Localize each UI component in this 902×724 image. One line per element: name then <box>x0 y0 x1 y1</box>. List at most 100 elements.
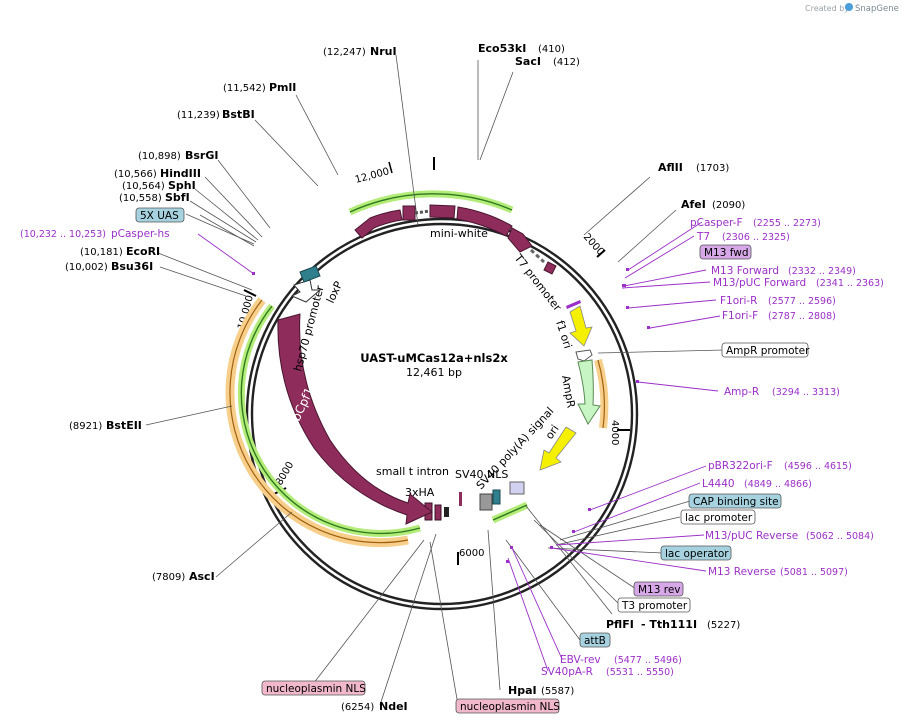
enzyme-saci: SacI <box>515 55 541 68</box>
svg-text:CAP binding site: CAP binding site <box>693 496 779 508</box>
mini-white-exon-2 <box>402 205 416 221</box>
primer-pos-f1ori-f: (2787 .. 2808) <box>768 311 836 322</box>
ha-box <box>444 507 449 517</box>
svg-text:M13 rev: M13 rev <box>638 584 681 596</box>
enzyme-pos-bsrgi: (10,898) <box>138 151 181 162</box>
svg-text:5X UAS: 5X UAS <box>140 210 179 222</box>
primer-ebv-rev: EBV-rev <box>560 654 601 666</box>
primer-f1ori-f: F1ori-F <box>722 310 758 322</box>
enzyme-pos-bsteii: (8921) <box>69 421 102 432</box>
green-line-left <box>240 305 421 535</box>
primer-pos-f1ori-r: (2577 .. 2596) <box>768 296 836 307</box>
uas-box-mark <box>299 265 321 283</box>
box-m13-fwd: M13 fwd <box>699 244 752 260</box>
primer-pos-m13-reverse: (5081 .. 5097) <box>780 567 848 578</box>
sv40-polya-box <box>479 493 493 511</box>
green-line-bottom <box>492 504 528 521</box>
primer-pos-m13-puc-forward: (2341 .. 2363) <box>816 278 884 289</box>
primer-pos-t7: (2306 .. 2325) <box>722 232 790 243</box>
label-small-t-intron: small t intron <box>376 465 449 478</box>
enzyme-pos-bstbi: (11,239) <box>177 110 220 121</box>
svg-text:nucleoplasmin NLS: nucleoplasmin NLS <box>460 701 560 713</box>
svg-text:lac promoter: lac promoter <box>685 512 753 524</box>
tick-label-4000: 4000 <box>609 420 620 445</box>
box-attb: attB <box>579 632 611 648</box>
tick-2000 <box>596 249 606 258</box>
primer-pos-pcasper-hs: (10,232 .. 10,253) <box>20 229 106 240</box>
primer-pos-pcasper-f: (2255 .. 2273) <box>753 218 821 229</box>
enzyme-pos-ecori: (10,181) <box>80 247 123 258</box>
svg-text:T3 promoter: T3 promoter <box>621 600 688 612</box>
ampr-promoter-arrow <box>575 349 593 362</box>
enzyme-pos-bsu36i: (10,002) <box>65 262 108 273</box>
label-t7-promoter: T7 promoter <box>511 251 564 314</box>
enzyme-pos-nrui: (12,247) <box>323 47 366 58</box>
enzyme-tth111i: - Tth111I <box>641 618 697 631</box>
primer-pos-l4440: (4849 .. 4866) <box>744 479 812 490</box>
mini-white-gap <box>414 209 431 215</box>
enzyme-pos-sphi: (10,564) <box>122 181 165 192</box>
plasmid-length: 12,461 bp <box>406 366 462 379</box>
connector-lines <box>145 54 725 706</box>
primer-pos-pbr322ori-f: (4596 .. 4615) <box>784 461 852 472</box>
enzyme-asci: AscI <box>189 570 215 583</box>
tick-label-6000: 6000 <box>459 548 484 559</box>
f1-ori-arrow <box>569 305 593 347</box>
enzyme-pos-asci: (7809) <box>152 572 185 583</box>
enzyme-pos-tth111i: (5227) <box>707 620 740 631</box>
tick-label-12000: 12,000 <box>354 166 391 186</box>
primer-t7: T7 <box>696 231 710 243</box>
svg-text:AmpR promoter: AmpR promoter <box>726 345 810 357</box>
enzyme-bsteii: BstEII <box>106 419 142 432</box>
primer-lines <box>197 221 721 672</box>
lbcpf1-arrow <box>277 313 433 525</box>
primer-m13-forward: M13 Forward <box>711 265 779 277</box>
orange-line-left <box>229 299 409 544</box>
tick-label-2000: 2000 <box>581 232 606 258</box>
mini-white-exon-5 <box>507 227 533 253</box>
box-ampr-promoter: AmpR promoter <box>721 342 810 358</box>
enzyme-hpai: HpaI <box>508 684 537 697</box>
highlight-arcs <box>225 190 609 548</box>
backbone-outer <box>245 217 639 611</box>
box-5x-uas: 5X UAS <box>135 207 185 223</box>
enzyme-pos-aflii: (1703) <box>696 163 729 174</box>
enzyme-ecori: EcoRI <box>126 245 160 258</box>
enzyme-bsu36i: Bsu36I <box>111 260 153 273</box>
box-m13-rev: M13 rev <box>633 581 684 597</box>
label-sv40-nls: SV40 NLS <box>455 468 508 481</box>
enzyme-pflfi: PflFI <box>606 618 634 631</box>
mini-white-exon-1 <box>354 209 403 239</box>
enzyme-pos-pmli: (11,542) <box>223 83 266 94</box>
ampr-gene-arrow <box>577 359 601 425</box>
primer-m13-reverse: M13 Reverse <box>708 566 776 578</box>
sv40-nls-bar <box>459 492 462 506</box>
plasmid-name: UAST-uMCas12a+nls2x <box>360 351 508 365</box>
mini-white-feature: mini-white <box>354 204 557 275</box>
primer-pos-sv40pa-r: (5531 .. 5550) <box>606 667 674 678</box>
enzyme-pos-eco53ki: (410) <box>538 44 565 55</box>
label-ampr: AmpR <box>559 374 578 409</box>
enzyme-ndei: NdeI <box>379 700 408 713</box>
label-f1-ori: f1 ori <box>553 319 574 350</box>
sv40-nls-mark <box>509 481 525 495</box>
hsp70-promoter-arrow <box>290 279 322 303</box>
enzyme-labels: (12,247) NruI Eco53kI (410) SacI (412) (… <box>65 42 745 713</box>
enzyme-pmli: PmlI <box>269 81 296 94</box>
enzyme-hindiii: HindIII <box>160 167 201 180</box>
watermark-prefix: Created by <box>805 4 849 13</box>
enzyme-aflii: AflII <box>658 161 683 174</box>
primer-pcasper-hs: pCasper-hs <box>111 228 170 240</box>
enzyme-pos-afei: (2090) <box>712 200 745 211</box>
orange-line-ampr <box>597 359 605 429</box>
enzyme-bstbi: BstBI <box>222 108 255 121</box>
primer-pos-ebv-rev: (5477 .. 5496) <box>614 655 682 666</box>
primer-pos-amp-r: (3294 .. 3313) <box>772 387 840 398</box>
enzyme-bsrgi: BsrGI <box>185 149 218 162</box>
box-lac-promoter: lac promoter <box>680 509 756 525</box>
box-nucleoplasmin-nls-right: nucleoplasmin NLS <box>455 698 560 714</box>
attb-box <box>492 489 501 505</box>
green-line-top <box>349 193 513 213</box>
ori-arrow <box>539 426 577 471</box>
